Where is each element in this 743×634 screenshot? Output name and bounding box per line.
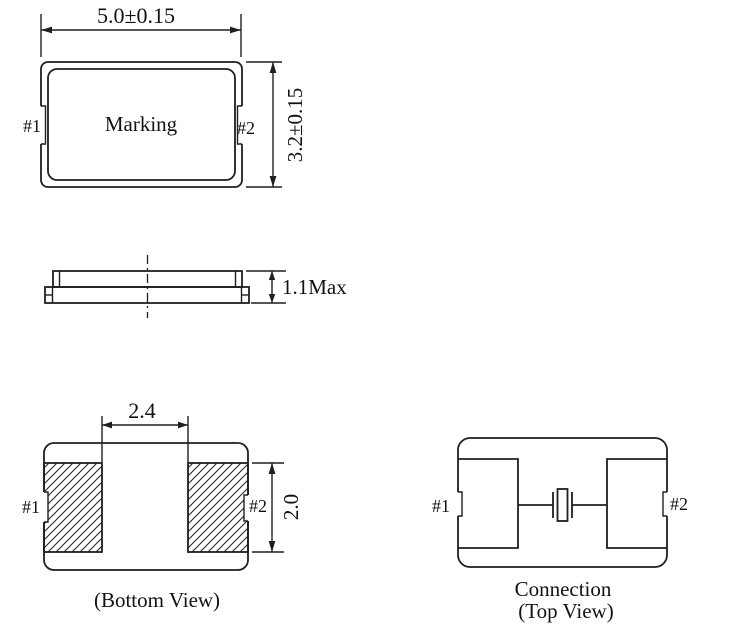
right-castellation-notch [662,491,667,517]
left-castellation-notch [458,491,463,517]
width-dim-label: 5.0±0.15 [97,3,175,28]
thickness-dim-label: 1.1Max [282,275,347,299]
pin1-label: #1 [23,116,41,136]
arrowhead-down-icon [269,176,277,187]
gap-dim-label: 2.4 [128,398,156,423]
arrowhead-down-icon [268,541,276,552]
right-notch-erase [243,495,252,521]
left-castellation-notch [41,105,47,145]
pin2-label: #2 [249,496,267,516]
arrowhead-up-icon [268,463,276,474]
left-notch-erase [40,492,48,522]
pad-height-dim-label: 2.0 [279,494,303,520]
pin2-label: #2 [237,118,255,138]
left-notch-erase [454,492,462,516]
marking-label: Marking [105,112,178,136]
pin1-label: #1 [432,496,450,516]
crystal-element [556,488,569,522]
solder-pad-1 [43,462,103,553]
arrowhead-down-icon [268,294,276,303]
left-notch-erase [37,106,45,144]
side-view: 1.1Max [44,255,347,318]
arrowhead-up-icon [268,271,276,280]
bottom-view-caption: (Bottom View) [94,588,220,612]
height-dim-label: 3.2±0.15 [283,88,307,163]
electrode-pad-2 [606,458,667,549]
arrowhead-up-icon [269,62,277,73]
electrode-pad-1 [458,458,519,549]
connection-caption-line2: (Top View) [518,599,613,623]
package-lid-outline [47,68,236,181]
arrowhead-left-icon [102,421,112,429]
crystal-symbol [552,488,573,522]
bottom-view: 2.4 #1 #2 2.0 (Bottom View) [22,398,303,612]
connection-caption-line1: Connection [515,577,612,601]
pin1-label: #1 [22,497,40,517]
connection-view: #1 #2 Connection (Top View) [432,437,688,623]
right-castellation-notch [236,105,242,145]
arrowhead-right-icon [178,421,188,429]
right-notch-erase [238,106,246,144]
pin2-label: #2 [670,494,688,514]
right-castellation-notch [243,494,248,522]
solder-pad-2 [187,462,249,553]
left-castellation-notch [44,491,49,523]
arrowhead-right-icon [230,26,241,34]
right-notch-erase [663,492,671,516]
top-view: 5.0±0.15 Marking #1 #2 3.2±0.15 [23,3,307,188]
arrowhead-left-icon [41,26,52,34]
